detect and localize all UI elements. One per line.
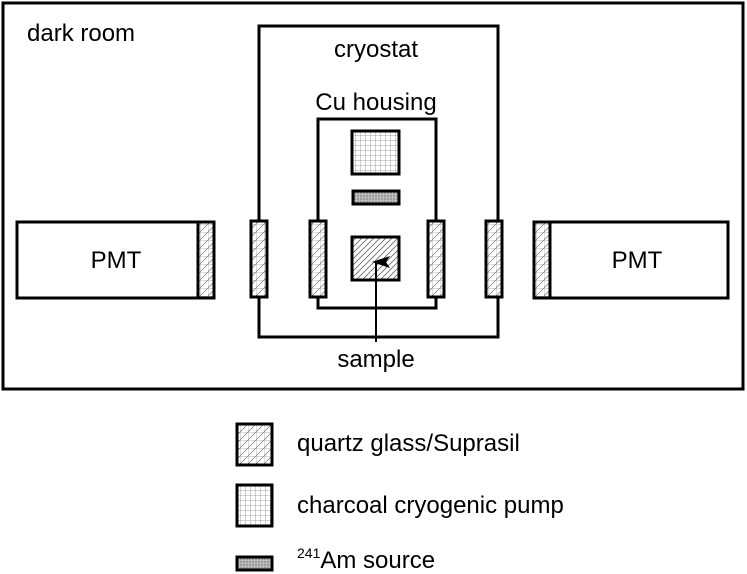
pmt-left <box>15 220 216 300</box>
legend-quartz-swatch <box>235 422 274 467</box>
window-housing-left <box>308 219 328 299</box>
legend-source-text: Am source <box>320 547 435 574</box>
pmt-right-label: PMT <box>612 247 663 274</box>
pmt-right <box>532 220 730 300</box>
pmt-left-label: PMT <box>91 247 142 274</box>
dark-room-frame <box>1 1 745 391</box>
window-cryostat-left <box>249 219 269 299</box>
cu-housing-label: Cu housing <box>315 89 436 116</box>
cryostat-label: cryostat <box>334 36 418 63</box>
window-cryostat-right <box>484 219 504 299</box>
legend-source-superscript: 241 <box>297 545 321 561</box>
window-housing-right <box>426 219 446 299</box>
legend-charcoal-swatch <box>235 483 274 528</box>
legend: quartz glass/Suprasil charcoal cryogenic… <box>235 422 564 574</box>
pmt-left-window <box>196 220 216 300</box>
cryostat-frame <box>257 24 500 339</box>
legend-source-swatch <box>235 555 274 572</box>
pmt-right-window <box>532 220 552 300</box>
sample-label: sample <box>337 346 414 373</box>
legend-charcoal-label: charcoal cryogenic pump <box>297 492 564 519</box>
charcoal-pump <box>350 129 401 176</box>
am-source <box>351 189 401 206</box>
legend-quartz-label: quartz glass/Suprasil <box>297 430 520 457</box>
legend-source-label: 241Am source <box>297 545 435 574</box>
dark-room-label: dark room <box>27 20 135 47</box>
